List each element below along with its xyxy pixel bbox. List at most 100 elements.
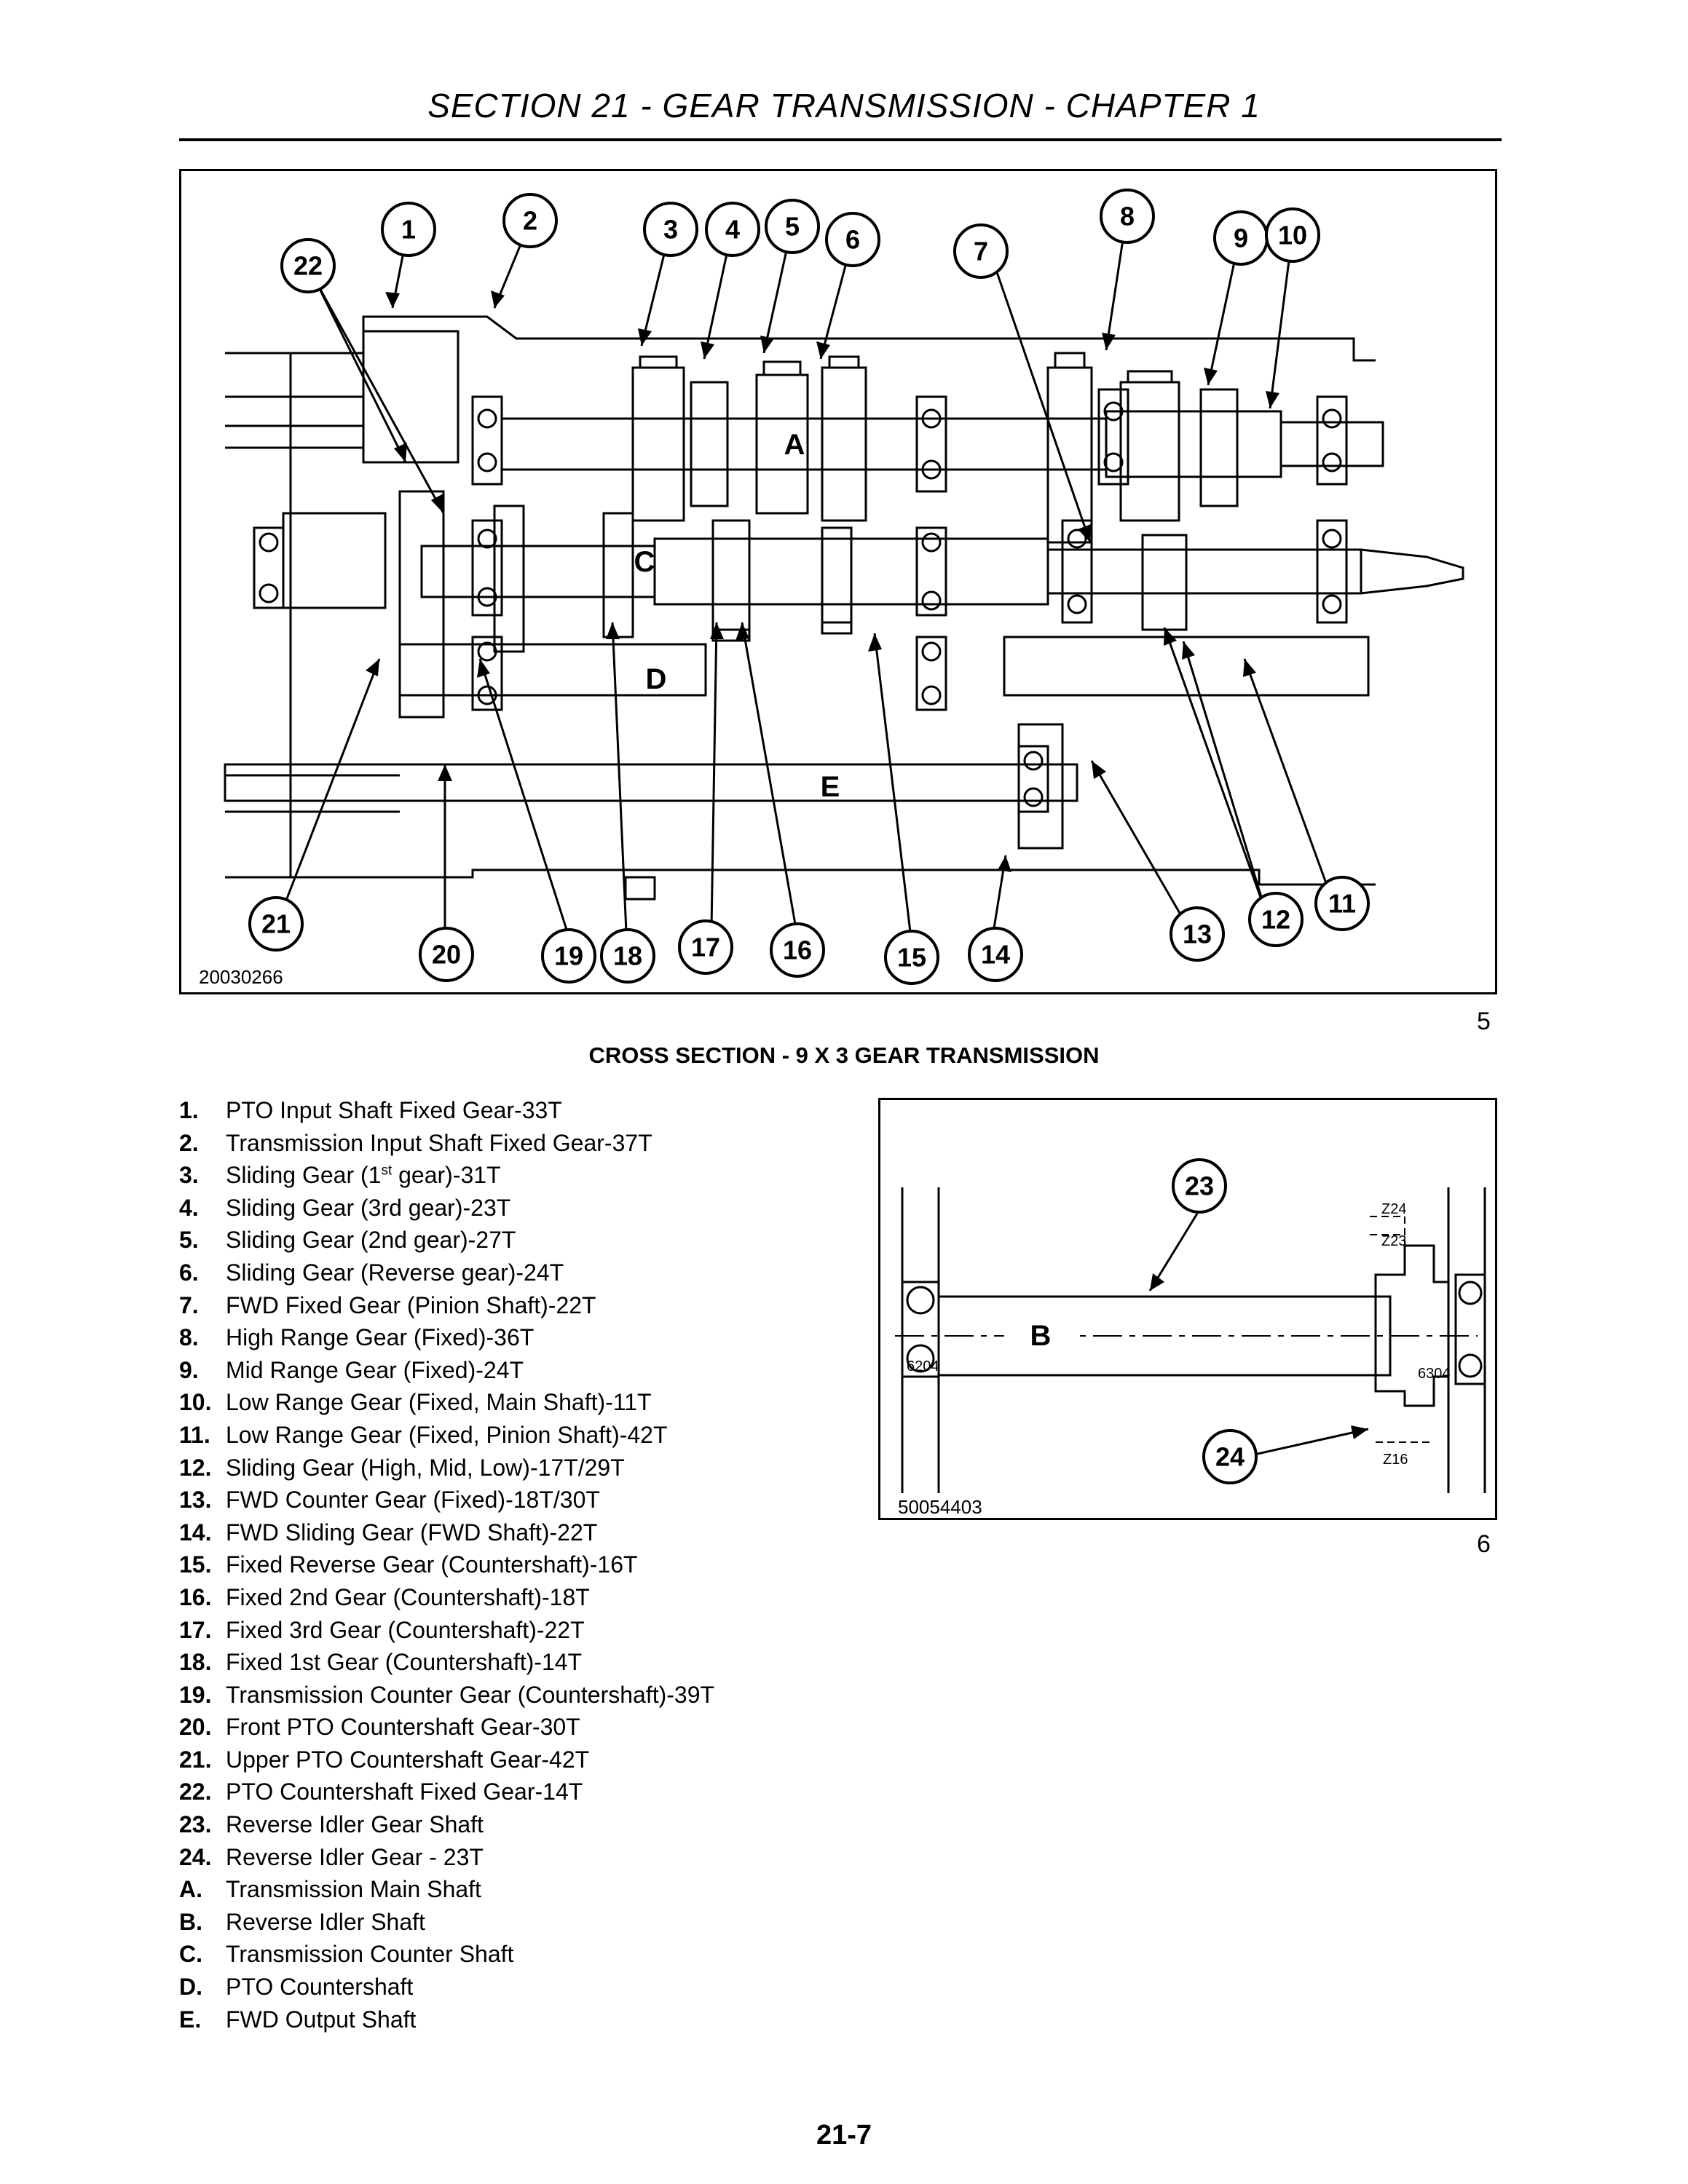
cross-section-figure: A C D E (179, 169, 1497, 994)
shaft-label-a: A (784, 429, 805, 461)
shaft-label-b: B (1030, 1320, 1052, 1352)
svg-text:16: 16 (783, 935, 812, 965)
shaft-label-e: E (821, 771, 840, 803)
svg-text:2: 2 (523, 206, 537, 236)
svg-text:21: 21 (261, 909, 291, 939)
label-z23: Z23 (1381, 1233, 1406, 1249)
callout-23: 23 (1172, 1158, 1227, 1214)
svg-text:13: 13 (1183, 919, 1212, 949)
callout-24: 24 (1202, 1429, 1258, 1484)
svg-text:17: 17 (691, 933, 720, 962)
legend-item: 15.Fixed Reverse Gear (Countershaft)-16T (179, 1551, 638, 1578)
legend-item: 5.Sliding Gear (2nd gear)-27T (179, 1227, 516, 1254)
legend-item: 20.Front PTO Countershaft Gear-30T (179, 1714, 580, 1741)
svg-text:23: 23 (1185, 1171, 1214, 1201)
legend-item: 1.PTO Input Shaft Fixed Gear-33T (179, 1097, 562, 1123)
header-rule (179, 138, 1502, 141)
legend-item: 16.Fixed 2nd Gear (Countershaft)-18T (179, 1583, 590, 1610)
svg-text:5: 5 (785, 212, 800, 242)
svg-text:22: 22 (293, 251, 323, 281)
callout-12: 12 (1248, 892, 1304, 947)
shaft-label-d: D (646, 663, 667, 695)
svg-text:3: 3 (663, 215, 678, 245)
callout-1: 1 (381, 202, 436, 257)
legend-item: 17.Fixed 3rd Gear (Countershaft)-22T (179, 1616, 585, 1643)
callout-15: 15 (884, 930, 939, 985)
callout-21: 21 (248, 896, 304, 951)
svg-text:7: 7 (974, 237, 988, 266)
legend-item: 22.PTO Countershaft Fixed Gear-14T (179, 1779, 583, 1805)
legend-item: 24.Reverse Idler Gear - 23T (179, 1843, 484, 1870)
legend-item: D.PTO Countershaft (179, 1974, 414, 2001)
label-bearing-6304: 6304 (1418, 1366, 1451, 1382)
legend-item: 21.Upper PTO Countershaft Gear-42T (179, 1746, 590, 1773)
callout-6: 6 (825, 212, 880, 267)
figure-code: 20030266 (199, 966, 283, 988)
callout-5: 5 (765, 199, 820, 254)
callout-3: 3 (643, 202, 698, 257)
cross-section-drawing: A C D E (224, 189, 1464, 985)
page-number: 21-7 (816, 2120, 872, 2151)
callout-10: 10 (1265, 207, 1320, 263)
svg-text:19: 19 (554, 941, 583, 971)
legend-item: 23.Reverse Idler Gear Shaft (179, 1811, 484, 1838)
legend-item: 9.Mid Range Gear (Fixed)-24T (179, 1356, 524, 1383)
legend-item: 2.Transmission Input Shaft Fixed Gear-37… (179, 1129, 652, 1156)
legend-item: 11.Low Range Gear (Fixed, Pinion Shaft)-… (179, 1421, 668, 1448)
idler-shaft-drawing: B Z24 Z23 Z16 6204 6304 23 24 (895, 1158, 1486, 1493)
svg-text:1: 1 (401, 215, 416, 245)
label-z24: Z24 (1381, 1201, 1406, 1217)
legend-item: 19.Transmission Counter Gear (Countersha… (179, 1681, 715, 1708)
legend-item: C.Transmission Counter Shaft (179, 1941, 514, 1968)
legend-item: 3.Sliding Gear (1st gear)-31T (179, 1162, 501, 1189)
svg-text:24: 24 (1215, 1442, 1245, 1472)
legend-item: 8.High Range Gear (Fixed)-36T (179, 1324, 535, 1351)
svg-text:10: 10 (1278, 221, 1307, 250)
legend-item: 12.Sliding Gear (High, Mid, Low)-17T/29T (179, 1454, 625, 1481)
callout-9: 9 (1213, 210, 1269, 266)
legend-item: 13.FWD Counter Gear (Fixed)-18T/30T (179, 1487, 600, 1514)
legend-item: E.FWD Output Shaft (179, 2006, 417, 2033)
figure-caption: CROSS SECTION - 9 X 3 GEAR TRANSMISSION (588, 1042, 1100, 1068)
svg-text:11: 11 (1328, 889, 1356, 919)
legend-item: 18.Fixed 1st Gear (Countershaft)-14T (179, 1649, 583, 1676)
legend-item: 14.FWD Sliding Gear (FWD Shaft)-22T (179, 1519, 598, 1546)
legend-item: 10.Low Range Gear (Fixed, Main Shaft)-11… (179, 1389, 652, 1416)
figure-number: 5 (1477, 1008, 1491, 1035)
callout-8: 8 (1100, 189, 1155, 244)
legend-item: 7.FWD Fixed Gear (Pinion Shaft)-22T (179, 1291, 596, 1318)
legend-item: A.Transmission Main Shaft (179, 1876, 481, 1903)
callout-14: 14 (968, 927, 1023, 982)
callout-7: 7 (953, 223, 1009, 279)
svg-text:12: 12 (1261, 905, 1290, 935)
idler-shaft-figure: B Z24 Z23 Z16 6204 6304 23 24 50054403 (878, 1098, 1497, 1520)
svg-text:14: 14 (981, 940, 1010, 970)
svg-text:15: 15 (897, 943, 926, 973)
parts-legend: 1.PTO Input Shaft Fixed Gear-33T 2.Trans… (179, 1094, 835, 2035)
callout-18: 18 (600, 928, 655, 984)
callout-20: 20 (419, 927, 474, 982)
svg-text:8: 8 (1120, 202, 1135, 232)
legend-item: B.Reverse Idler Shaft (179, 1908, 425, 1935)
svg-text:20: 20 (432, 940, 461, 970)
callout-2: 2 (502, 193, 558, 248)
callout-4: 4 (705, 202, 760, 257)
section-title: SECTION 21 - GEAR TRANSMISSION - CHAPTER… (427, 87, 1261, 124)
shaft-label-c: C (634, 546, 655, 578)
callout-22: 22 (280, 238, 336, 293)
callout-13: 13 (1170, 906, 1225, 962)
figure-code: 50054403 (898, 1496, 982, 1518)
svg-text:9: 9 (1234, 223, 1248, 253)
legend-item: 4.Sliding Gear (3rd gear)-23T (179, 1194, 511, 1221)
callout-16: 16 (770, 922, 825, 978)
callout-11: 11 (1314, 876, 1370, 931)
callout-19: 19 (541, 928, 596, 984)
label-z16: Z16 (1383, 1452, 1408, 1468)
svg-text:6: 6 (845, 225, 860, 255)
svg-text:4: 4 (725, 215, 740, 245)
figure-number: 6 (1477, 1530, 1491, 1558)
callout-17: 17 (678, 919, 733, 975)
label-bearing-6204: 6204 (907, 1358, 939, 1374)
legend-item: 6.Sliding Gear (Reverse gear)-24T (179, 1259, 564, 1286)
svg-text:18: 18 (613, 941, 642, 971)
